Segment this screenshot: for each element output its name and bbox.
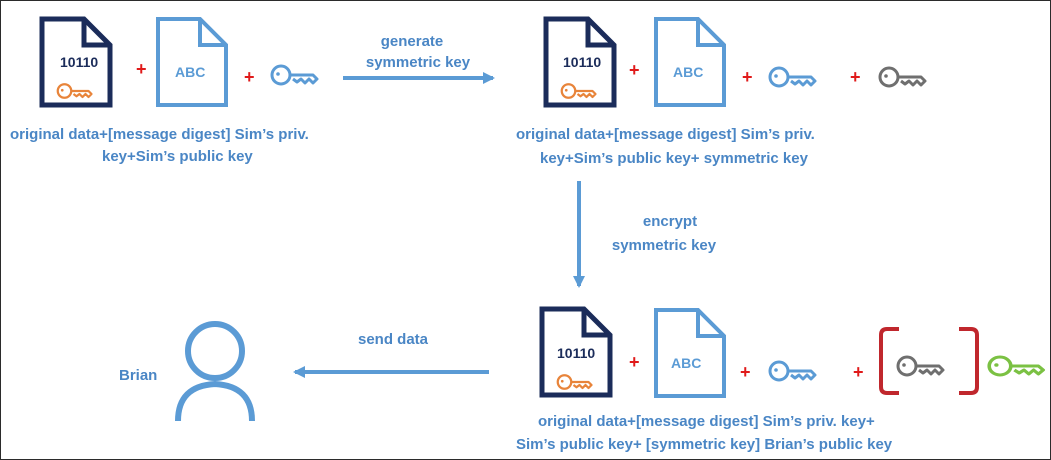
arrow1-label-line1: generate xyxy=(381,33,444,50)
step1-caption-line1: original data+[message digest] Sim’s pri… xyxy=(10,126,309,143)
plus-sign: + xyxy=(853,362,864,382)
plus-sign: + xyxy=(740,362,751,382)
plus-sign: + xyxy=(850,67,861,87)
step2-public-key-icon xyxy=(768,66,817,88)
brian-public-key-icon xyxy=(987,355,1045,377)
encrypted-bracket-icon xyxy=(879,327,979,395)
plus-sign: + xyxy=(629,60,640,80)
step3-symmetric-key-icon xyxy=(896,355,945,377)
plus-sign: + xyxy=(629,352,640,372)
step3-binary-label: 10110 xyxy=(557,345,595,361)
user-icon xyxy=(175,321,255,422)
step3-public-key-icon xyxy=(768,360,817,382)
step1-public-key-icon xyxy=(270,64,319,86)
step2-binary-label: 10110 xyxy=(563,54,601,70)
step2-caption-line2: key+Sim’s public key+ symmetric key xyxy=(540,150,809,167)
arrow1-label-line2: symmetric key xyxy=(366,54,471,71)
step3-abc-label: ABC xyxy=(671,355,701,371)
step3-caption-line1: original data+[message digest] Sim’s pri… xyxy=(538,413,875,430)
step1-abc-label: ABC xyxy=(175,64,205,80)
step2-symmetric-key-icon xyxy=(878,66,927,88)
arrow3-label: send data xyxy=(358,331,429,348)
arrow2-label-line1: encrypt xyxy=(643,213,697,230)
step3-caption-line2: Sim’s public key+ [symmetric key] Brian’… xyxy=(516,436,893,453)
step1-text-document-icon xyxy=(156,17,228,107)
step1-binary-label: 10110 xyxy=(60,54,98,70)
plus-sign: + xyxy=(742,67,753,87)
recipient-name: Brian xyxy=(119,367,157,384)
plus-sign: + xyxy=(244,67,255,87)
arrow2-label-line2: symmetric key xyxy=(612,237,717,254)
step2-caption-line1: original data+[message digest] Sim’s pri… xyxy=(516,126,815,143)
step3-text-document-icon xyxy=(654,308,726,398)
step2-abc-label: ABC xyxy=(673,64,703,80)
step1-caption-line2: key+Sim’s public key xyxy=(102,148,253,165)
step2-text-document-icon xyxy=(654,17,726,107)
plus-sign: + xyxy=(136,59,147,79)
